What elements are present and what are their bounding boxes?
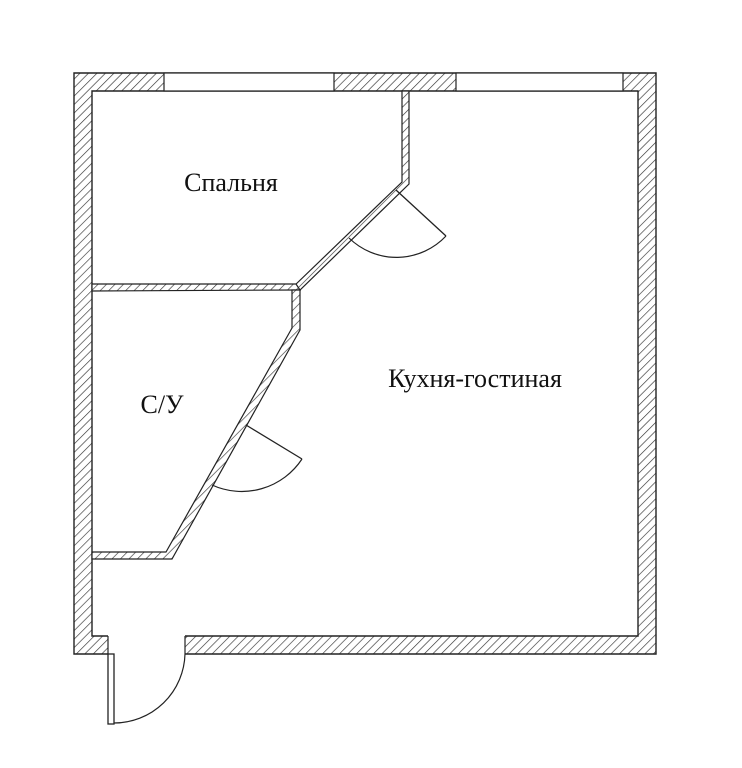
bedroom-door-leaf (395, 189, 447, 237)
bathroom-door-swing (211, 458, 303, 492)
room-label-bathroom: С/У (141, 390, 185, 419)
bathroom-door-leaf (245, 424, 303, 460)
room-label-kitchen-living: Кухня-гостиная (388, 364, 562, 393)
outer-wall (73, 72, 657, 655)
partition-bathroom (91, 289, 301, 560)
partition-bedroom-right (291, 90, 410, 291)
window-living (455, 72, 624, 92)
partition-bedroom-bathroom (91, 283, 302, 292)
bedroom-door-swing (348, 235, 447, 258)
entrance-door-leaf (107, 653, 115, 725)
room-label-bedroom: Спальня (184, 168, 278, 197)
entrance-door-swing (113, 653, 186, 724)
entrance-opening (108, 635, 185, 655)
window-bedroom (163, 72, 335, 92)
